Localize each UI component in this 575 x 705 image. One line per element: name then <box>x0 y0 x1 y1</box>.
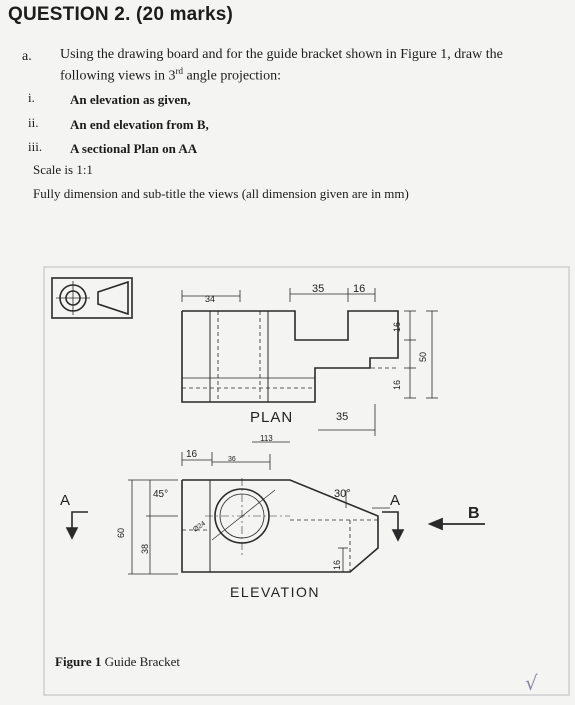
plan-view <box>181 310 399 403</box>
technical-drawing: 34 35 16 16 50 16 35 PLAN 1 <box>43 266 570 696</box>
dim-113: 113 <box>260 434 273 443</box>
dim-16-right-1: 16 <box>392 322 402 332</box>
check-mark: √ <box>525 671 538 695</box>
question-heading: QUESTION 2. (20 marks) <box>8 4 234 25</box>
dim-16-right-2: 16 <box>392 380 402 390</box>
view-b-label: B <box>468 505 480 522</box>
scale-text: Scale is 1:1 <box>33 162 93 177</box>
figure-caption-title: Guide Bracket <box>101 654 181 669</box>
item-2-num: ii. <box>28 115 39 130</box>
dim-60: 60 <box>116 528 126 538</box>
item-2-text: An end elevation from B, <box>70 117 209 132</box>
item-3-num: iii. <box>28 139 43 154</box>
figure-guide-bracket: 34 35 16 16 50 16 35 PLAN 1 <box>0 260 575 700</box>
dim-16-left: 16 <box>186 449 198 460</box>
dim-36: 36 <box>228 456 236 463</box>
plan-dimension-lines <box>181 288 438 436</box>
section-marker-right <box>382 511 405 542</box>
dim-35-mid: 35 <box>336 411 348 423</box>
dim-35-top: 35 <box>312 283 324 295</box>
part-a-text: Using the drawing board and for the guid… <box>60 47 560 85</box>
dim-diameter-24: Ø24 <box>192 520 207 533</box>
figure-caption-number: Figure 1 <box>55 654 102 669</box>
section-marker-left <box>65 511 88 540</box>
item-3-text: A sectional Plan on AA <box>70 141 198 156</box>
figure-frame <box>43 266 570 696</box>
plan-label: PLAN <box>250 409 293 426</box>
instruction-text: Fully dimension and sub-title the views … <box>33 186 409 201</box>
dim-45-angle: 45° <box>153 489 168 500</box>
elevation-dimension-lines <box>128 441 390 575</box>
part-a-letter: a. <box>22 49 32 64</box>
item-1-text: An elevation as given, <box>70 92 191 107</box>
part-a-text-main: Using the drawing board and for the guid… <box>60 47 503 84</box>
elevation-label: ELEVATION <box>230 584 320 600</box>
dim-34: 34 <box>205 294 215 304</box>
item-1-num: i. <box>28 90 35 105</box>
section-a-right: A <box>390 492 400 509</box>
dim-38: 38 <box>140 544 150 554</box>
dim-16-bottom: 16 <box>332 560 342 570</box>
part-a-sup: rd <box>175 66 184 76</box>
dim-50: 50 <box>418 352 428 362</box>
projection-symbol <box>51 277 133 319</box>
dim-16-top: 16 <box>353 283 365 295</box>
view-b-arrow <box>427 517 485 531</box>
part-a-text-end: angle projection: <box>183 68 281 84</box>
elevation-view <box>181 478 379 573</box>
figure-caption: Figure 1 Guide Bracket <box>55 654 180 670</box>
section-a-left: A <box>60 492 70 509</box>
dim-30-angle: 30° <box>334 488 351 500</box>
